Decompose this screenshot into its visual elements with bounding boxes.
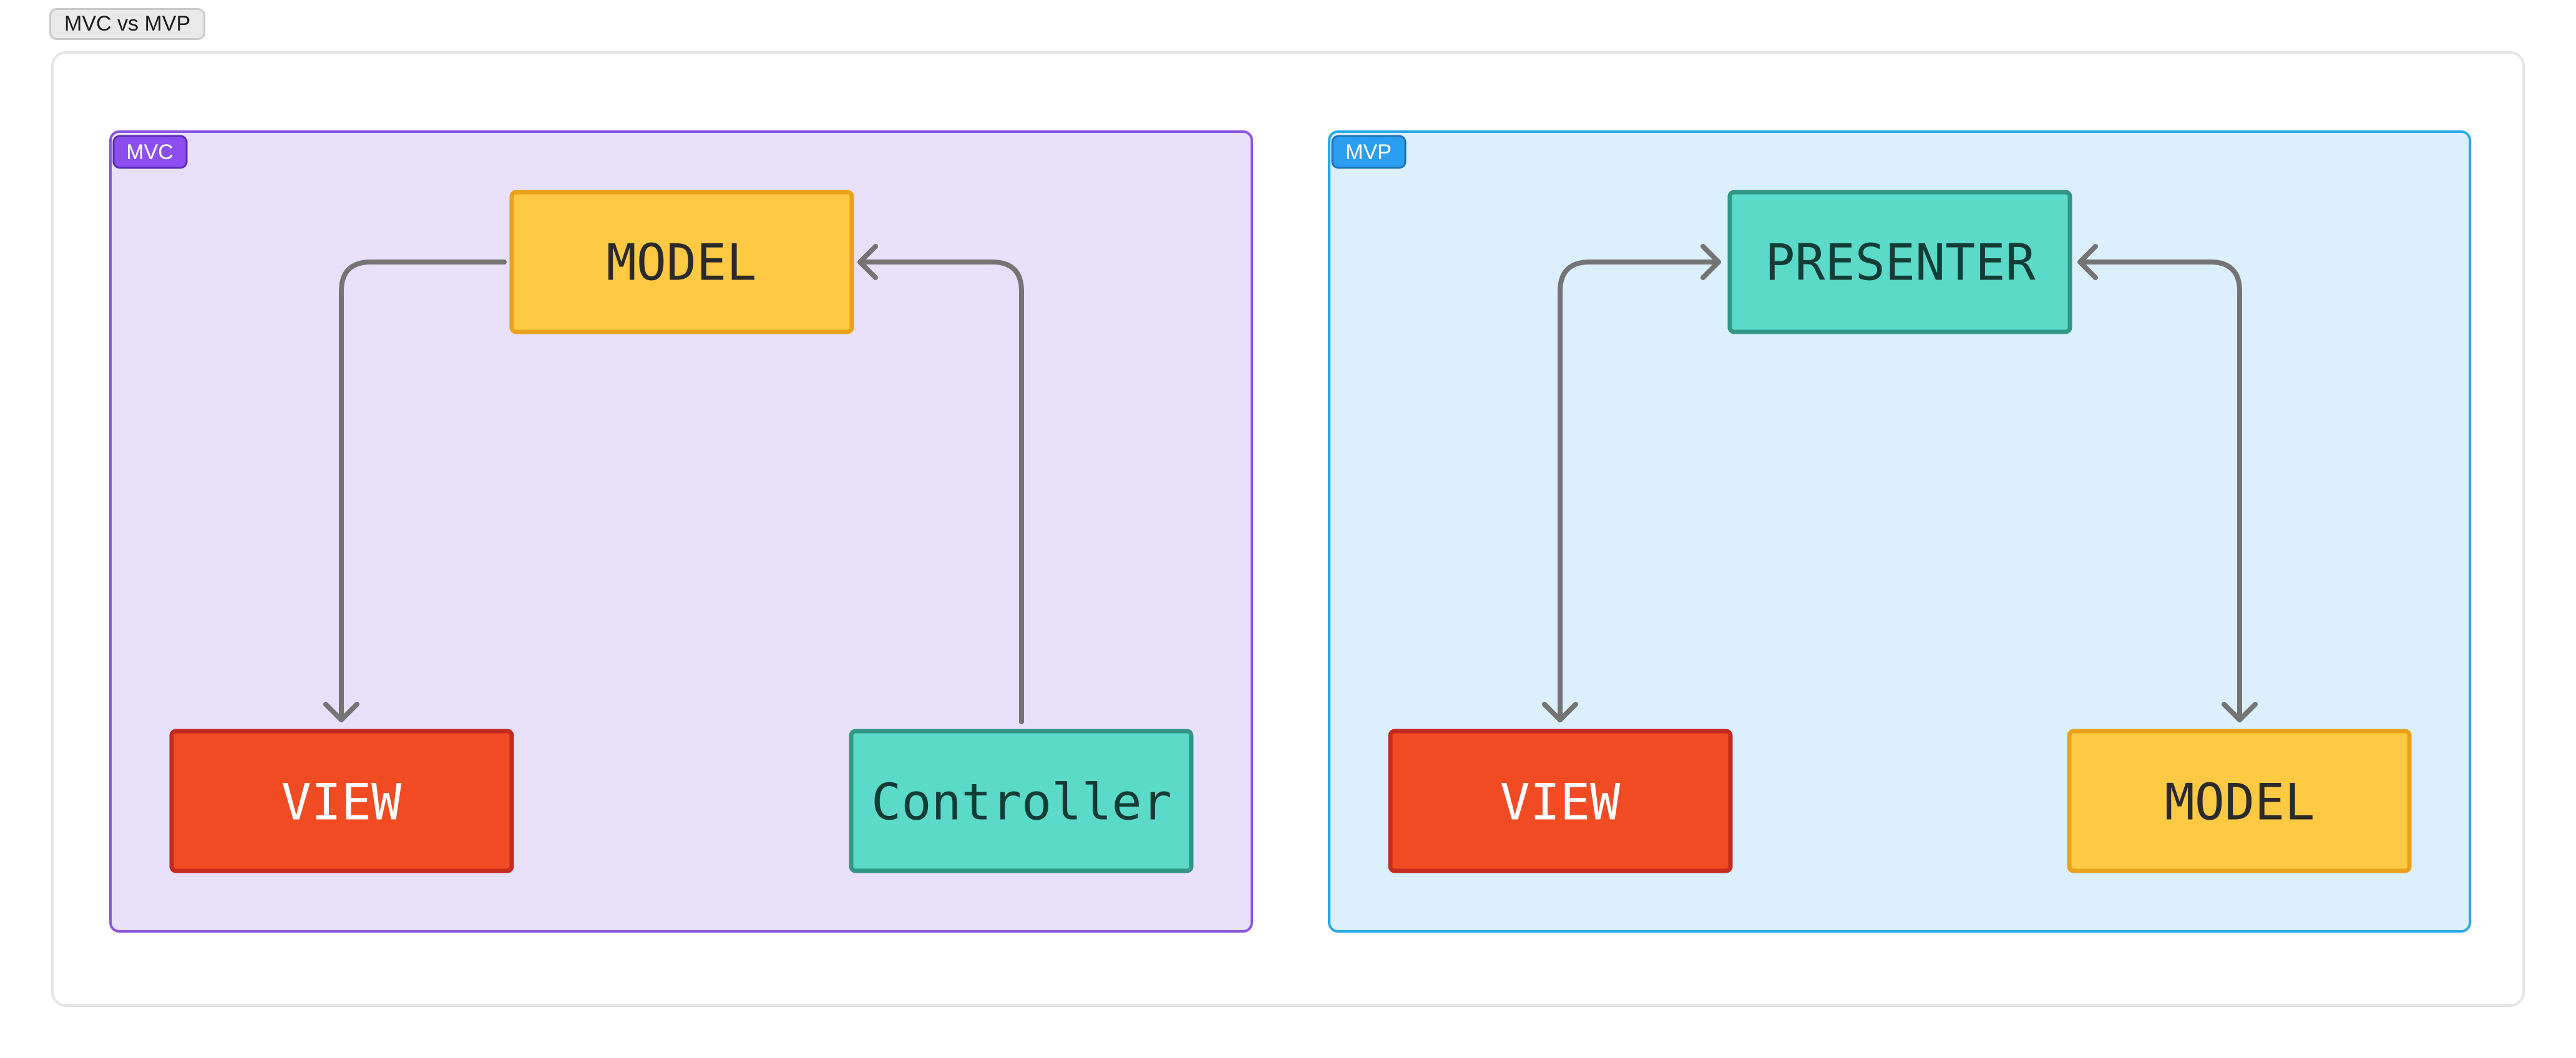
edge-presenter-model [2077, 260, 2242, 722]
arrowhead-model [2222, 702, 2258, 722]
mvc-view-label: VIEW [281, 774, 402, 832]
diagram-tab[interactable]: MVC vs MVP [49, 8, 206, 40]
mvc-model-node[interactable]: MODEL [509, 190, 854, 334]
edge-model-to-view [339, 260, 507, 722]
arrowhead-view [1542, 702, 1578, 722]
edge-presenter-view [1558, 260, 1721, 722]
mvp-group[interactable]: MVP PRESENTER VIEW MODEL [1328, 130, 2471, 933]
mvc-controller-label: Controller [871, 774, 1172, 832]
arrowhead-view [323, 702, 359, 722]
mvp-view-label: VIEW [1500, 774, 1621, 832]
arrowhead-presenter-right [2077, 244, 2098, 280]
mvp-presenter-label: PRESENTER [1765, 234, 2036, 292]
mvc-group[interactable]: MVC MODEL VIEW Controller [109, 130, 1253, 933]
mvc-view-box [169, 729, 514, 873]
mvc-controller-node[interactable]: Controller [849, 729, 1194, 873]
mvp-presenter-box [1727, 190, 2072, 334]
mvp-group-tag [1331, 135, 1407, 169]
mvp-view-box [1388, 729, 1733, 873]
arrowhead-model [857, 244, 878, 280]
mvp-view-node[interactable]: VIEW [1388, 729, 1733, 873]
mvc-group-label: MVC [126, 140, 173, 164]
mvp-presenter-node[interactable]: PRESENTER [1727, 190, 2072, 334]
mvp-model-node[interactable]: MODEL [2067, 729, 2412, 873]
mvc-view-node[interactable]: VIEW [169, 729, 514, 873]
mvc-group-tag [112, 135, 188, 169]
mvp-model-box [2067, 729, 2412, 873]
edge-controller-to-model [857, 260, 1024, 724]
arrowhead-presenter-left [1700, 244, 1721, 280]
mvp-group-label: MVP [1345, 140, 1392, 164]
mvp-model-label: MODEL [2165, 774, 2315, 832]
mvc-model-label: MODEL [607, 234, 757, 292]
mvc-controller-box [849, 729, 1194, 873]
mvc-model-box [509, 190, 854, 334]
